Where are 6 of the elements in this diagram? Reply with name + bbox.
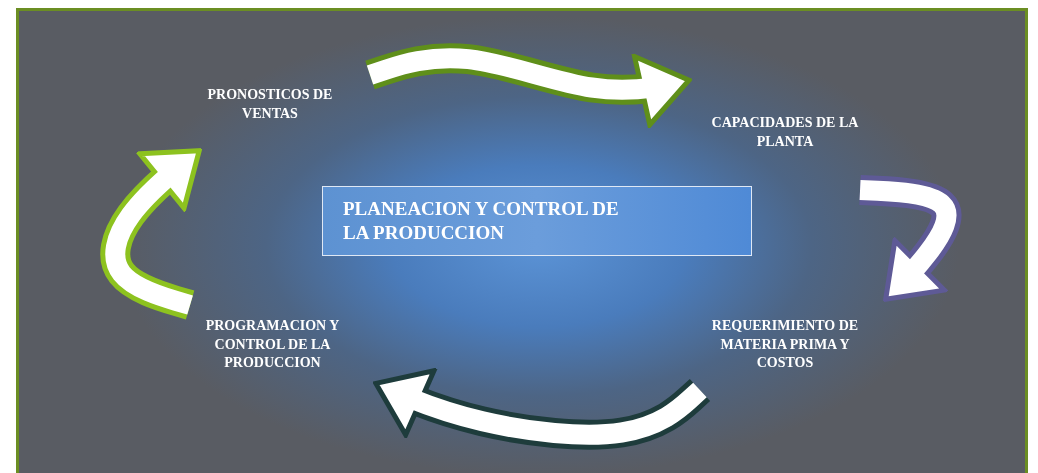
stage-label: REQUERIMIENTO DE MATERIA PRIMA Y COSTOS — [710, 316, 860, 373]
title-text: PLANEACION Y CONTROL DE LA PRODUCCION — [342, 197, 620, 245]
stage-label: PROGRAMACION Y CONTROL DE LA PRODUCCION — [204, 316, 341, 373]
stage-label: PRONOSTICOS DE VENTAS — [206, 86, 334, 123]
stage-label: CAPACIDADES DE LA PLANTA — [710, 113, 860, 151]
title-box — [322, 186, 752, 256]
